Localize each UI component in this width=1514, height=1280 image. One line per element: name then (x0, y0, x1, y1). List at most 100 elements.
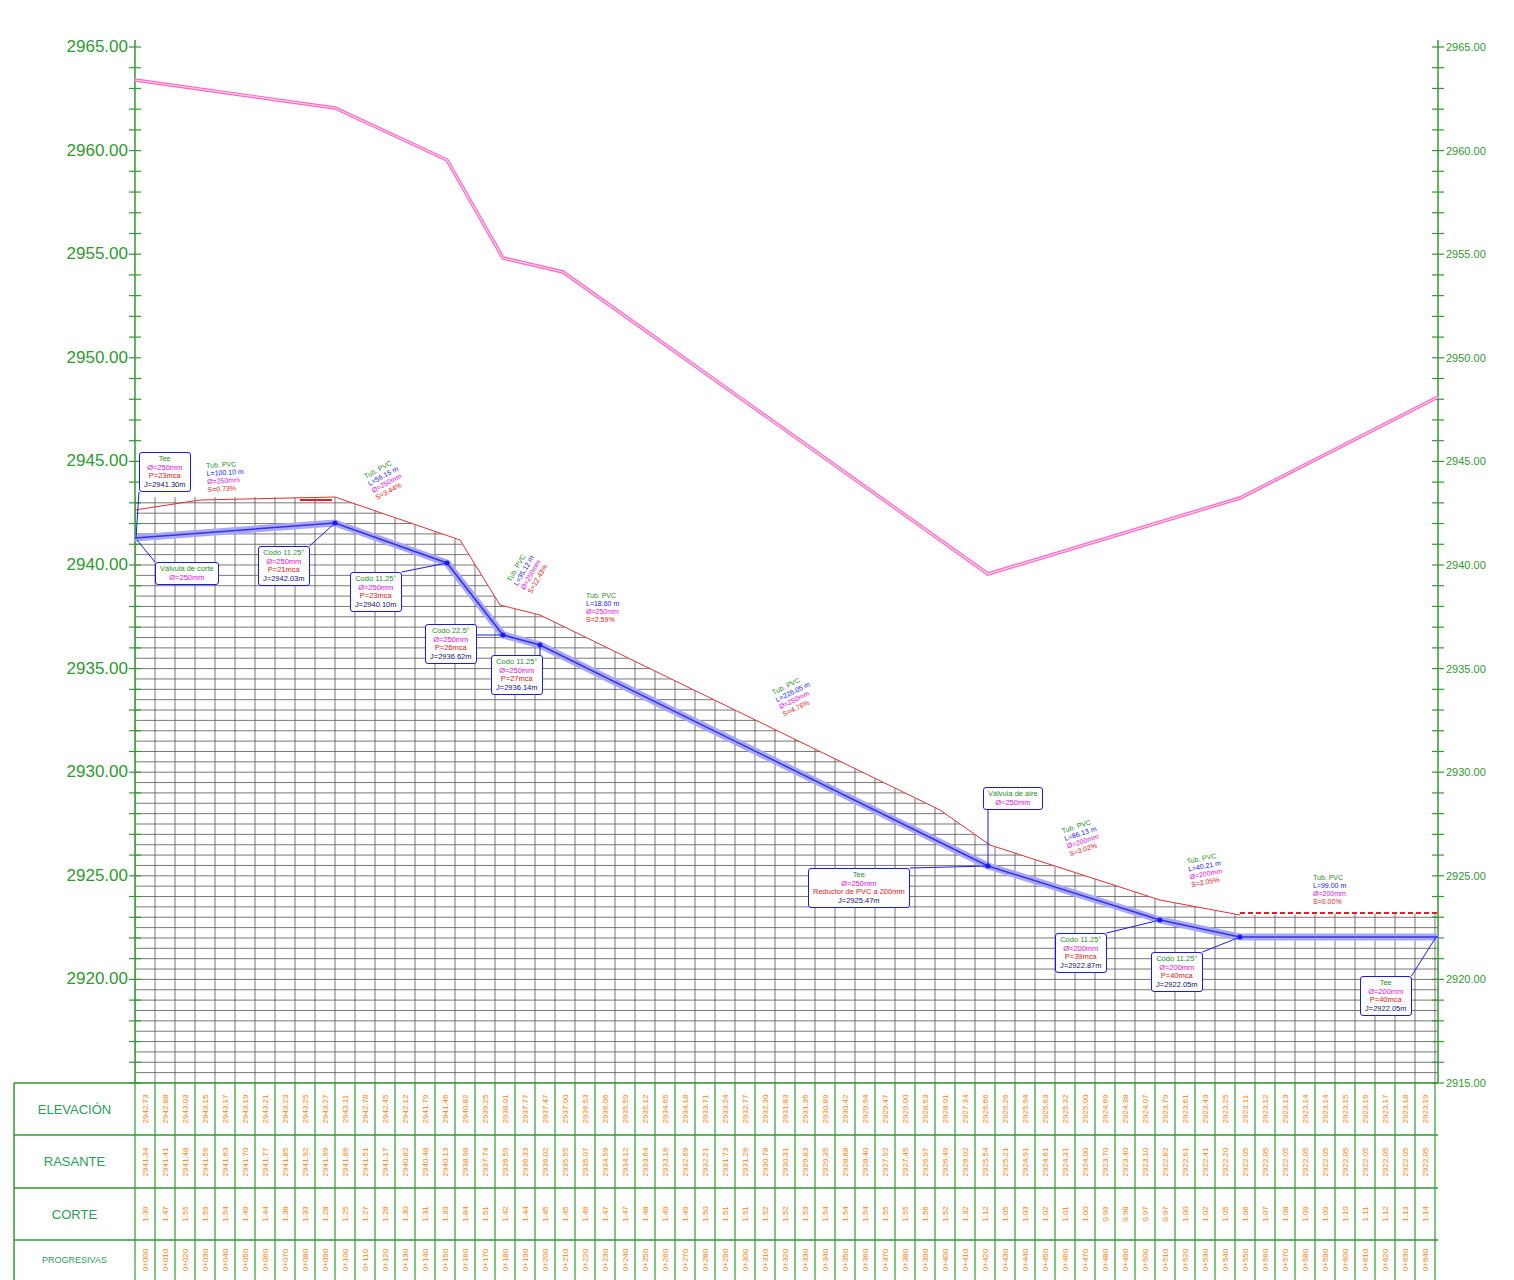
table-cell: 0+490 (1121, 1249, 1130, 1271)
axis-tick (1432, 357, 1444, 358)
grid-line (135, 492, 1438, 493)
table-cell: 1.05 (1001, 1206, 1010, 1222)
table-cell: 0+640 (1421, 1249, 1430, 1271)
table-cell: 2923.17 (1381, 1095, 1390, 1124)
pipe-label: Tub. PVCL=18.60 mØ=250mmS=2.59% (585, 592, 620, 624)
grid-line (1435, 480, 1436, 1083)
table-line (294, 1083, 295, 1280)
table-line (1154, 1083, 1155, 1280)
leader-line (1107, 920, 1161, 933)
table-cell: 2941.85 (281, 1147, 290, 1176)
table-cell: 0+230 (601, 1249, 610, 1271)
table-cell: 1.55 (881, 1206, 890, 1222)
table-cell: 2943.27 (321, 1095, 330, 1124)
fitting-callout: TeeØ=250mmP=23mcaJ=2941.30m (139, 452, 191, 492)
table-line (894, 1083, 895, 1280)
table-cell: 2936.02 (541, 1147, 550, 1176)
table-cell: 1.07 (1261, 1206, 1270, 1222)
axis-tick (1432, 150, 1444, 151)
axis-tick (129, 46, 141, 47)
table-cell: 2927.34 (961, 1095, 970, 1124)
table-line (854, 1083, 855, 1280)
callout-text: Ø=250mm (988, 799, 1038, 808)
grid-line (135, 834, 1438, 835)
axis-tick (1432, 709, 1444, 710)
table-cell: 2929.94 (861, 1095, 870, 1124)
table-cell: 1.47 (161, 1206, 170, 1222)
table-cell: 1.59 (201, 1206, 210, 1222)
table-cell: 1.25 (341, 1206, 350, 1222)
grid-line (135, 824, 1438, 825)
axis-tick (129, 378, 141, 379)
axis-label: 2950.00 (18, 348, 128, 368)
callout-text: P=40mca (1156, 972, 1198, 981)
grid-line (135, 730, 1438, 731)
table-cell: 1.47 (601, 1206, 610, 1222)
axis-tick (1432, 813, 1444, 814)
row-header: PROGRESIVAS (14, 1240, 135, 1280)
table-line (234, 1083, 235, 1280)
grid-line (755, 480, 756, 1083)
terrain-line (135, 497, 1240, 915)
leader-line (910, 866, 988, 868)
grid-line (135, 482, 1438, 483)
table-cell: 2926.02 (961, 1147, 970, 1176)
table-cell: 0+030 (201, 1249, 210, 1271)
table-cell: 1.54 (821, 1206, 830, 1222)
axis-tick (129, 627, 141, 628)
table-cell: 0+020 (181, 1249, 190, 1271)
axis-label: 2940.00 (18, 555, 128, 575)
table-cell: 0+200 (541, 1249, 550, 1271)
table-cell: 2941.48 (181, 1147, 190, 1176)
table-cell: 2923.12 (1261, 1095, 1270, 1124)
table-line (334, 1083, 335, 1280)
table-cell: 2941.51 (361, 1147, 370, 1176)
table-cell: 1.02 (1041, 1206, 1050, 1222)
table-cell: 0+260 (661, 1249, 670, 1271)
axis-tick (1432, 67, 1444, 68)
axis-tick (129, 917, 141, 918)
axis-tick (1432, 502, 1444, 503)
table-cell: 2941.79 (421, 1095, 430, 1124)
table-cell: 2922.05 (1301, 1147, 1310, 1176)
table-cell: 1.50 (701, 1206, 710, 1222)
table-cell: 0+600 (1341, 1249, 1350, 1271)
grid-line (715, 480, 716, 1083)
table-line (554, 1083, 555, 1280)
table-cell: 2925.54 (981, 1147, 990, 1176)
table-cell: 2929.35 (821, 1147, 830, 1176)
terrain-mark (300, 499, 332, 501)
table-cell: 2923.19 (1421, 1095, 1430, 1124)
table-line (13, 1083, 15, 1280)
grid-line (135, 782, 1438, 783)
table-cell: 1.51 (481, 1206, 490, 1222)
axis-tick (129, 171, 141, 172)
table-cell: 1.33 (441, 1206, 450, 1222)
axis-tick (1432, 46, 1444, 47)
table-cell: 1.01 (1061, 1206, 1070, 1222)
leader-line (136, 492, 139, 538)
table-cell: 2943.11 (341, 1095, 350, 1123)
table-cell: 1.53 (801, 1206, 810, 1222)
table-cell: 1.12 (981, 1206, 990, 1222)
grid-line (135, 678, 1438, 679)
table-cell: 0+110 (361, 1249, 370, 1271)
grid-line (135, 606, 1438, 607)
table-cell: 1.45 (561, 1206, 570, 1222)
axis-tick (129, 399, 141, 400)
axis-tick (129, 854, 141, 855)
grid-line (135, 1051, 1438, 1052)
table-cell: 0+080 (301, 1249, 310, 1271)
table-cell: 0+590 (1321, 1249, 1330, 1271)
axis-label: 2930.00 (18, 762, 128, 782)
axis-label: 2945.00 (1446, 454, 1486, 468)
table-cell: 2932.30 (761, 1095, 770, 1124)
callout-text: Válvula de aire (988, 790, 1038, 799)
grid-line (135, 855, 1438, 856)
grid-line (135, 533, 1438, 534)
callout-text: Codo 11.25° (496, 658, 538, 667)
axis-tick (1432, 295, 1444, 296)
leaders (136, 492, 1436, 976)
pipe-label-line: L=99.00 m (1313, 882, 1346, 890)
table-cell: 2934.65 (661, 1095, 670, 1124)
